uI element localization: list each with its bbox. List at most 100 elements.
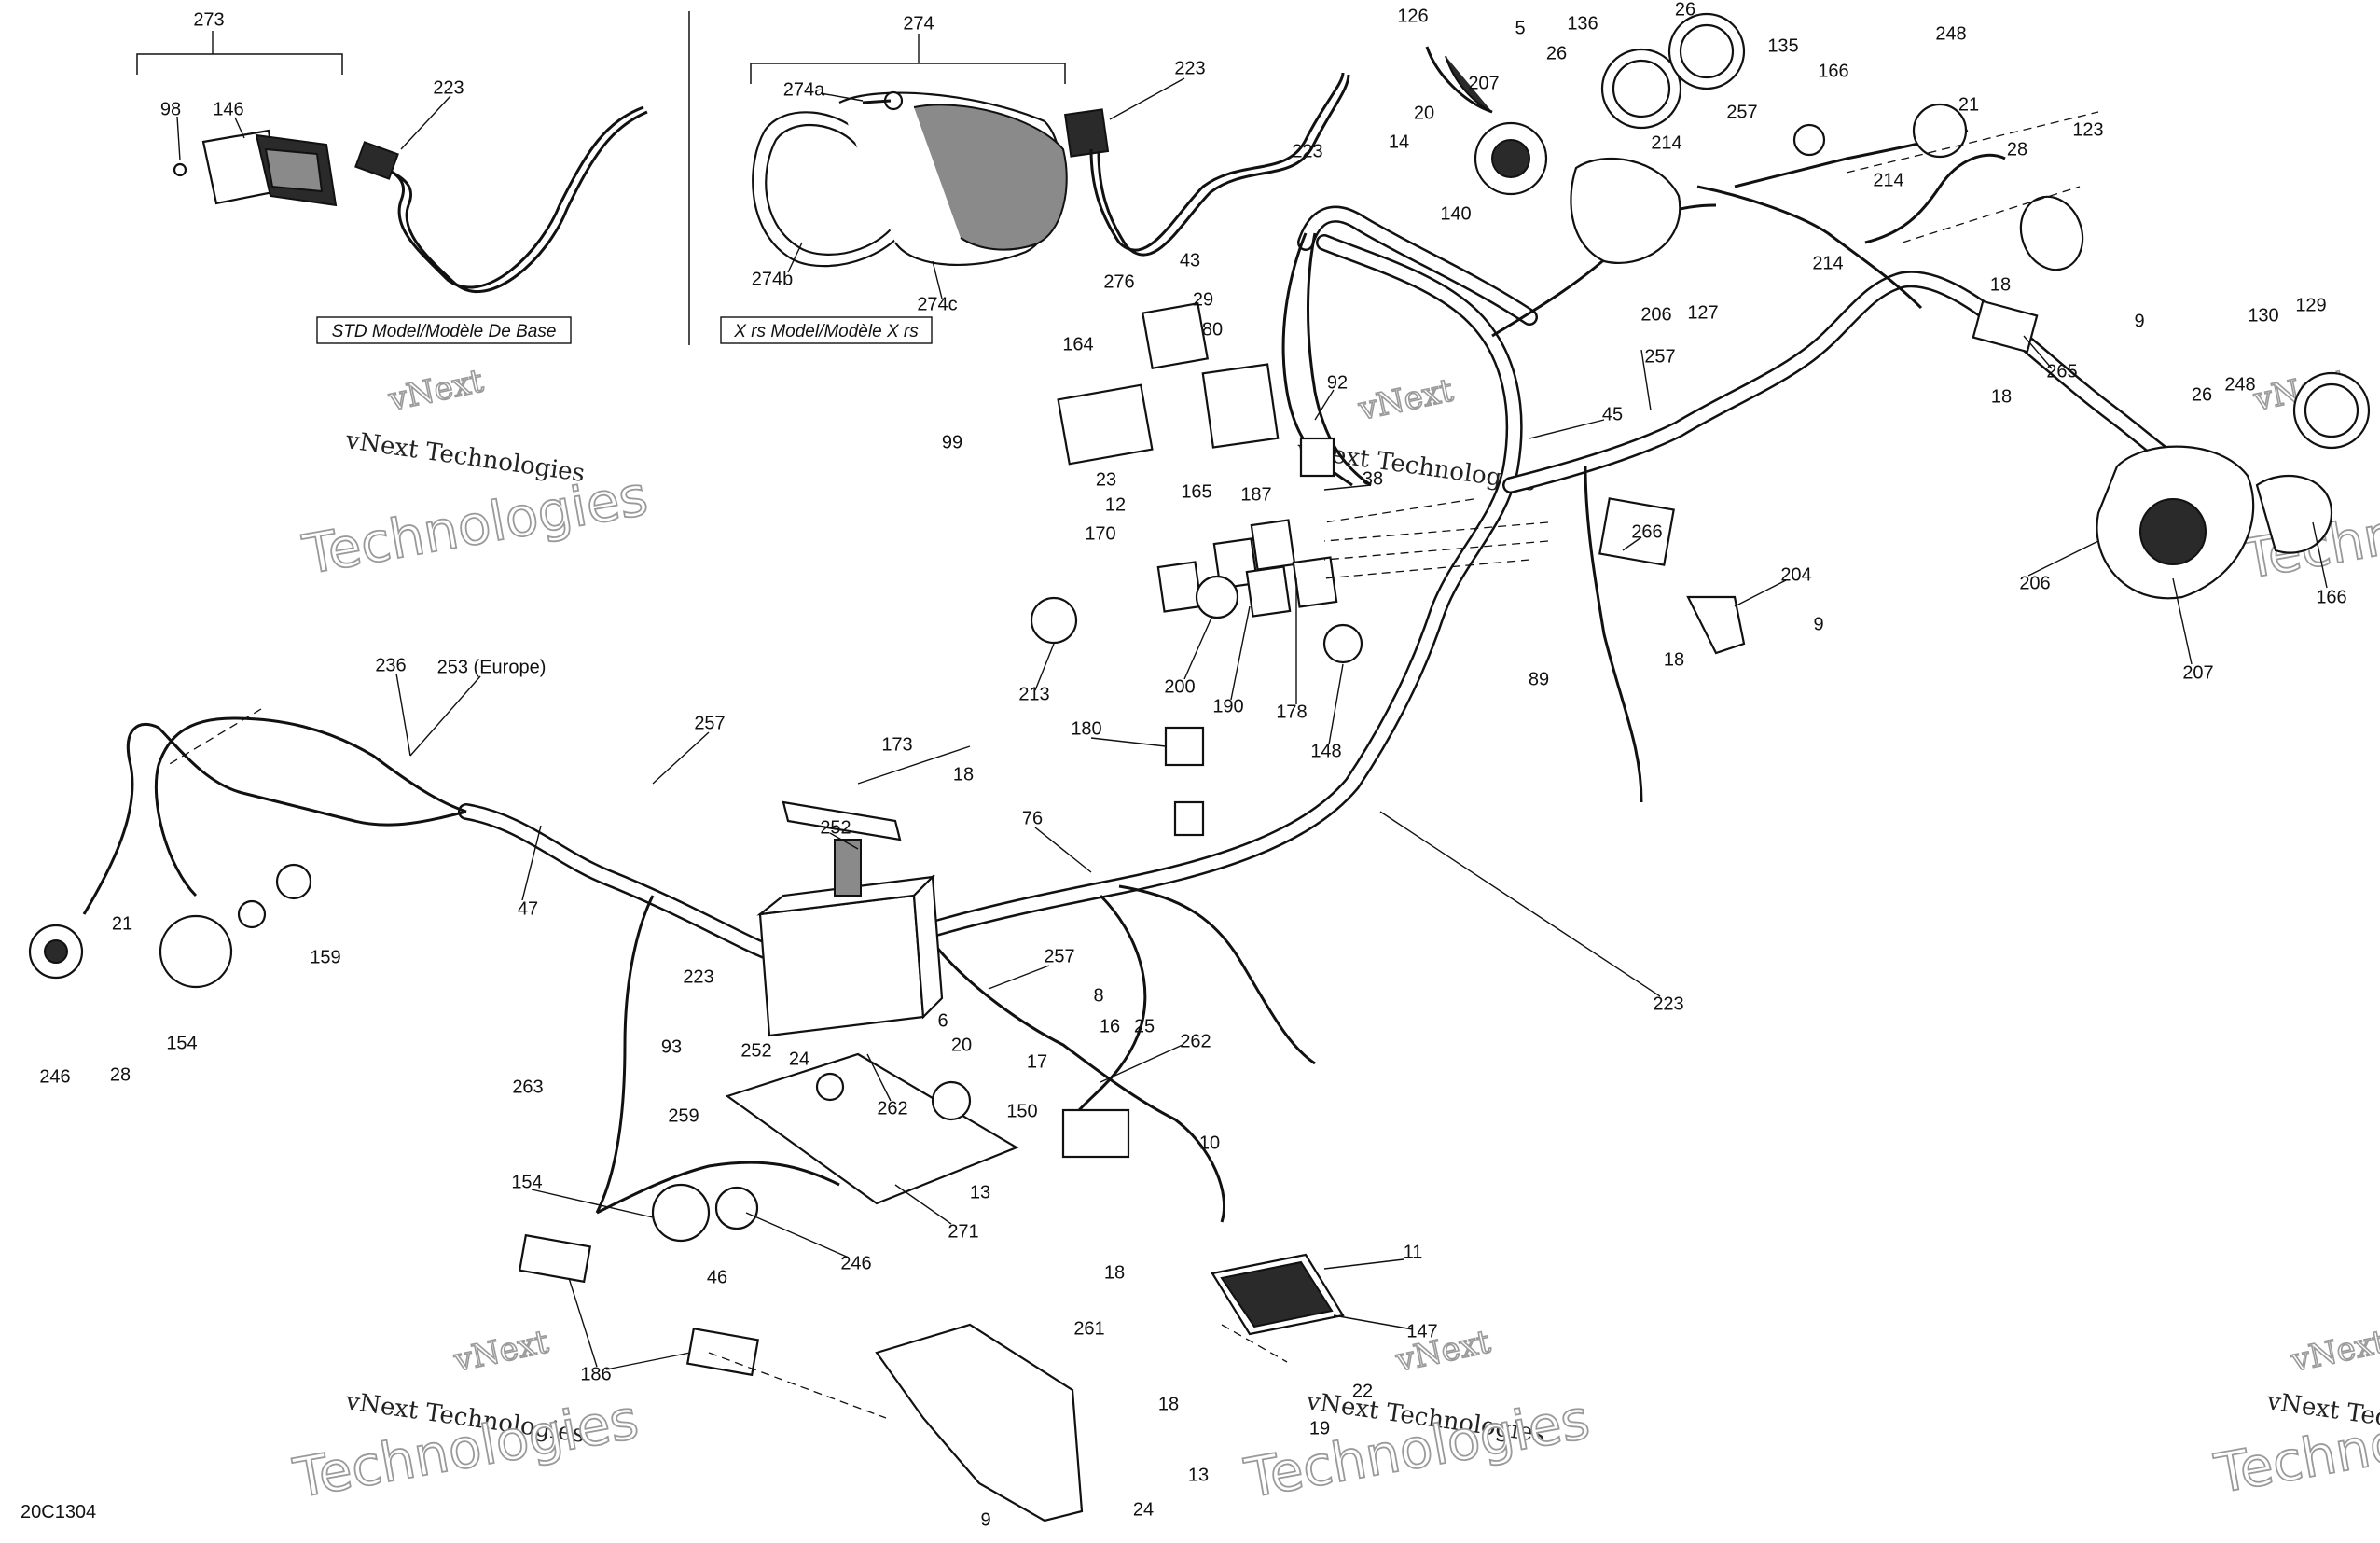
callout-c-12: 12 bbox=[1105, 494, 1126, 515]
callout-c-274: 274 bbox=[903, 13, 934, 34]
callout-c-257c: 257 bbox=[694, 713, 725, 733]
callout-c-274c: 274c bbox=[917, 294, 957, 314]
callout-c-214c: 214 bbox=[1812, 253, 1843, 273]
watermark-4: vNext vNext Technologies Technologies bbox=[288, 1323, 644, 1511]
callout-c-135: 135 bbox=[1767, 35, 1798, 56]
xrs-model-label: X rs Model/Modèle X rs bbox=[733, 322, 919, 341]
callout-c-263: 263 bbox=[512, 1077, 543, 1097]
callout-c-166b: 166 bbox=[2316, 587, 2346, 607]
callout-c-26a: 26 bbox=[1675, 0, 1695, 20]
callout-c-248b: 248 bbox=[2224, 374, 2255, 395]
callout-c-17: 17 bbox=[1027, 1051, 1047, 1072]
callout-c-24b: 24 bbox=[1133, 1499, 1154, 1520]
watermark-vnext: vNext bbox=[1355, 371, 1457, 428]
callout-c-13b: 13 bbox=[1188, 1465, 1209, 1485]
callout-c-223b: 223 bbox=[1174, 58, 1205, 78]
callout-c-38: 38 bbox=[1363, 468, 1383, 489]
callout-c-23: 23 bbox=[1096, 469, 1116, 490]
callout-c-276: 276 bbox=[1103, 271, 1134, 292]
callout-c-28b: 28 bbox=[110, 1064, 131, 1085]
watermark-caption: vNext Technologies bbox=[343, 426, 587, 488]
xrs-gauge-harness bbox=[1064, 72, 1350, 257]
callout-c-21b: 21 bbox=[112, 913, 132, 934]
callout-c-9c: 9 bbox=[980, 1509, 990, 1530]
callout-c-89: 89 bbox=[1529, 669, 1549, 689]
callout-c-29: 29 bbox=[1193, 289, 1213, 310]
callout-c-223d: 223 bbox=[683, 966, 713, 987]
callout-c-223a: 223 bbox=[433, 77, 464, 98]
callout-c-16: 16 bbox=[1100, 1016, 1120, 1036]
callout-c-80: 80 bbox=[1202, 319, 1223, 340]
callout-c-13a: 13 bbox=[970, 1182, 990, 1202]
callout-c-46: 46 bbox=[707, 1267, 727, 1287]
watermark-vnext: vNext bbox=[450, 1323, 552, 1380]
callout-c-159: 159 bbox=[310, 947, 340, 967]
callout-c-20a: 20 bbox=[1414, 103, 1434, 123]
callout-c-257b: 257 bbox=[1644, 346, 1675, 367]
callout-c-190: 190 bbox=[1212, 696, 1243, 716]
callout-c-28a: 28 bbox=[2007, 139, 2027, 160]
callout-c-18a: 18 bbox=[1990, 274, 2011, 295]
callout-c-200: 200 bbox=[1164, 676, 1195, 697]
callout-c-43: 43 bbox=[1180, 250, 1200, 271]
callout-c-24a: 24 bbox=[789, 1049, 809, 1069]
callout-c-148: 148 bbox=[1310, 741, 1341, 761]
callout-c-25: 25 bbox=[1134, 1016, 1155, 1036]
callout-c-274a: 274a bbox=[783, 79, 825, 100]
callout-c-207a: 207 bbox=[1468, 73, 1499, 93]
callout-c-14: 14 bbox=[1389, 132, 1409, 152]
callout-c-186: 186 bbox=[580, 1364, 611, 1384]
callout-c-9a: 9 bbox=[2134, 311, 2144, 331]
callout-c-18c: 18 bbox=[1664, 649, 1684, 670]
callout-c-257d: 257 bbox=[1044, 946, 1074, 966]
callout-c-265: 265 bbox=[2046, 361, 2077, 382]
callout-c-8: 8 bbox=[1093, 985, 1103, 1006]
callout-c-126: 126 bbox=[1397, 6, 1428, 26]
callout-c-165: 165 bbox=[1181, 481, 1211, 502]
callout-c-129: 129 bbox=[2295, 295, 2326, 315]
callout-c-259: 259 bbox=[668, 1105, 699, 1126]
callout-c-246a: 246 bbox=[39, 1066, 70, 1087]
callout-c-262a: 262 bbox=[1180, 1031, 1211, 1051]
callout-c-223c: 223 bbox=[1292, 141, 1322, 161]
callout-c-47: 47 bbox=[518, 898, 538, 919]
std-gauge-harness bbox=[354, 105, 648, 293]
figure-id: 20C1304 bbox=[21, 1502, 96, 1522]
callout-c-173: 173 bbox=[881, 734, 912, 755]
callout-c-236: 236 bbox=[375, 655, 406, 675]
callout-c-262b: 262 bbox=[877, 1098, 907, 1119]
part-cluster-horn bbox=[1792, 103, 2084, 354]
callout-c-92: 92 bbox=[1327, 372, 1348, 393]
callout-c-26c: 26 bbox=[2192, 384, 2212, 405]
callout-c-213: 213 bbox=[1018, 684, 1049, 704]
callout-c-257a: 257 bbox=[1726, 102, 1757, 122]
callout-c-146: 146 bbox=[213, 99, 243, 119]
std-model-label-box bbox=[316, 316, 572, 344]
callout-c-5: 5 bbox=[1515, 18, 1525, 38]
callout-c-223e: 223 bbox=[1653, 994, 1683, 1014]
callout-c-207b: 207 bbox=[2182, 662, 2213, 683]
watermark-technologies: Technologies bbox=[298, 464, 653, 587]
callout-c-123: 123 bbox=[2072, 119, 2103, 140]
watermark-group: Technologies vNext vNext Technologies vN… bbox=[288, 362, 2380, 1511]
callout-c-274b: 274b bbox=[752, 269, 794, 289]
callout-c-273: 273 bbox=[193, 9, 224, 30]
callout-c-98: 98 bbox=[160, 99, 181, 119]
callout-c-253: 253 (Europe) bbox=[437, 657, 547, 677]
callout-c-45: 45 bbox=[1602, 404, 1623, 424]
callout-c-252a: 252 bbox=[820, 817, 851, 838]
callout-c-246b: 246 bbox=[840, 1253, 871, 1273]
callout-c-150: 150 bbox=[1006, 1101, 1037, 1121]
part-cluster-module bbox=[875, 1108, 1345, 1522]
callout-c-147: 147 bbox=[1406, 1321, 1437, 1341]
watermark-5: vNext vNext Technologies Technologies bbox=[1239, 1323, 1596, 1511]
callout-c-154b: 154 bbox=[511, 1172, 542, 1192]
watermark-vnext: vNext bbox=[2288, 1323, 2380, 1380]
callout-c-166a: 166 bbox=[1818, 61, 1848, 81]
callout-c-187: 187 bbox=[1240, 484, 1271, 505]
callout-c-10: 10 bbox=[1199, 1133, 1220, 1153]
callout-c-130: 130 bbox=[2248, 305, 2278, 326]
callout-c-206b: 206 bbox=[2019, 573, 2050, 593]
callout-c-127: 127 bbox=[1687, 302, 1718, 323]
